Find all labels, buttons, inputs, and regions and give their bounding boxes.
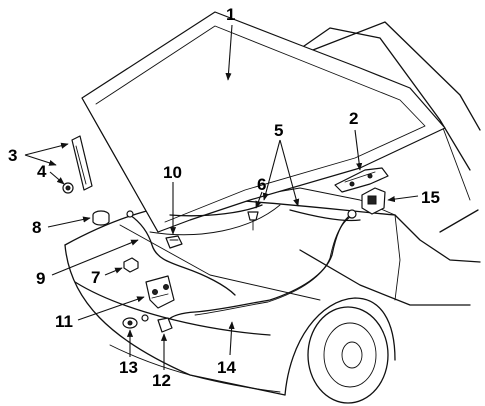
- windshield-outline: [257, 27, 471, 171]
- leader-5b: [279, 139, 300, 207]
- wheel-arch: [284, 297, 396, 396]
- callout-8: 8: [32, 218, 41, 237]
- callout-6: 6: [257, 175, 266, 194]
- leader-3a: [24, 142, 69, 156]
- wheel-hub: [341, 341, 363, 369]
- wheel-rim: [323, 322, 377, 388]
- hood-seal-right: [289, 209, 361, 222]
- hood-panel: [81, 11, 446, 233]
- door-edge: [439, 209, 479, 233]
- hood-outer: [81, 11, 446, 233]
- seal-clip: [247, 211, 259, 231]
- callout-14: 14: [217, 358, 236, 377]
- hood-front-seal: [149, 204, 281, 236]
- callout-labels: 1 2 3 4 5 6 7 8 9 10 11 12 13 14 15: [8, 5, 440, 390]
- leader-7: [104, 267, 123, 276]
- leader-2: [354, 129, 363, 171]
- radiator-support: [119, 224, 321, 301]
- hinge-bolt: [62, 182, 74, 194]
- leader-lines: [24, 24, 419, 370]
- callout-12: 12: [152, 371, 171, 390]
- leader-14: [228, 321, 235, 356]
- leader-8: [47, 216, 91, 228]
- fender-outline: [394, 214, 481, 263]
- callout-2: 2: [349, 109, 358, 128]
- callout-1: 1: [226, 5, 235, 24]
- leader-11: [77, 296, 145, 321]
- leader-3b: [24, 154, 57, 166]
- vehicle-body: [64, 21, 481, 404]
- latch-grommet: [122, 314, 149, 329]
- prop-rod: [126, 210, 236, 296]
- bumper-top: [74, 281, 271, 336]
- callout-11: 11: [55, 312, 73, 331]
- cable-clip: [157, 317, 173, 333]
- hood-latch: [145, 275, 175, 309]
- roof-line: [299, 21, 481, 131]
- callout-15: 15: [421, 188, 440, 207]
- callout-10: 10: [163, 163, 182, 182]
- release-cable-sheath: [194, 215, 353, 316]
- leader-9: [51, 239, 139, 276]
- callout-4: 4: [37, 162, 47, 181]
- callout-7: 7: [91, 268, 100, 287]
- leader-5a: [262, 139, 281, 201]
- hood-edge-line: [81, 97, 159, 233]
- callout-13: 13: [119, 358, 138, 377]
- callout-9: 9: [36, 269, 45, 288]
- prop-rod-holder: [165, 235, 183, 249]
- fender-crease: [394, 214, 401, 301]
- bumper-stop: [92, 210, 110, 226]
- bumper-lower: [109, 344, 281, 393]
- release-cable: [167, 211, 356, 321]
- leader-4: [49, 171, 65, 185]
- callout-5: 5: [274, 121, 283, 140]
- lock-nut: [123, 257, 139, 273]
- leader-1: [225, 24, 233, 81]
- leader-15: [387, 195, 419, 203]
- callout-3: 3: [8, 146, 17, 165]
- a-pillar: [439, 119, 471, 201]
- leader-6: [255, 191, 263, 209]
- fender-lower: [299, 249, 471, 306]
- cable-grommet: [347, 209, 357, 219]
- tire: [307, 306, 389, 404]
- hood-hinge: [71, 135, 93, 191]
- latch-handle: [334, 167, 389, 193]
- front-fascia: [64, 244, 286, 396]
- hood-inner-line: [95, 25, 426, 223]
- release-bracket: [361, 187, 386, 215]
